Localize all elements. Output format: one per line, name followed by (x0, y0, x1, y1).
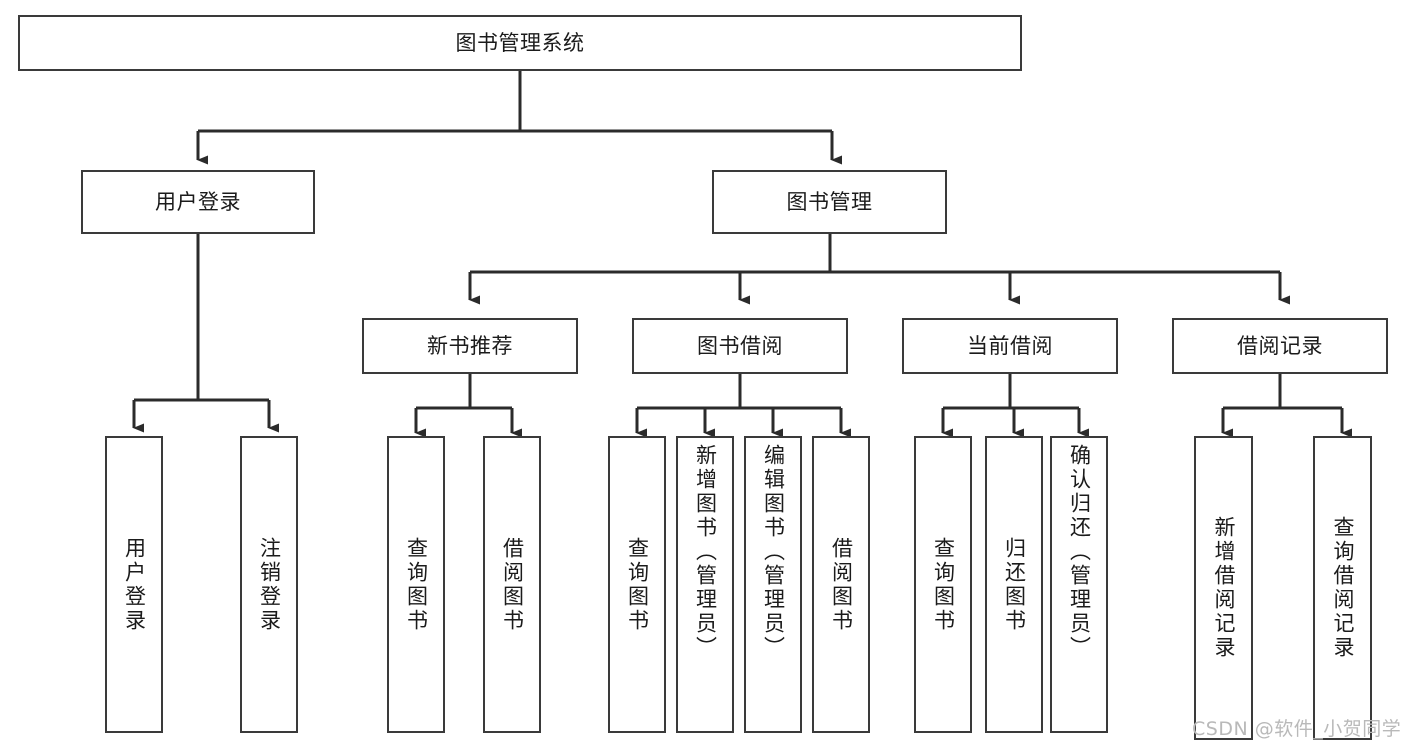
node-label: 归还图书 (1002, 536, 1027, 633)
node-label: 新增图书（管理员） (693, 444, 718, 660)
node-root-book-management-system[interactable]: 图书管理系统 (18, 15, 1022, 71)
leaf-borrow-record-query-record[interactable]: 查询借阅记录 (1313, 436, 1372, 740)
node-label: 用户登录 (155, 189, 241, 214)
node-label: 图书管理 (786, 189, 873, 214)
node-label: 图书管理系统 (455, 30, 585, 55)
node-label: 用户登录 (122, 536, 147, 633)
node-borrow-record[interactable]: 借阅记录 (1172, 318, 1388, 374)
node-label: 新增借阅记录 (1212, 516, 1236, 660)
leaf-user-login-login[interactable]: 用户登录 (105, 436, 163, 733)
node-label: 查询图书 (404, 536, 429, 633)
node-label: 查询图书 (625, 536, 650, 633)
leaf-book-borrow-add-book-admin[interactable]: 新增图书（管理员） (676, 436, 734, 733)
watermark-text: CSDN @软件_小贺同学 (1192, 718, 1402, 740)
node-label: 编辑图书（管理员） (761, 444, 786, 660)
leaf-book-borrow-edit-book-admin[interactable]: 编辑图书（管理员） (744, 436, 802, 733)
leaf-current-borrow-query-book[interactable]: 查询图书 (914, 436, 972, 733)
leaf-user-login-logout[interactable]: 注销登录 (240, 436, 298, 733)
node-label: 当前借阅 (967, 333, 1053, 358)
node-label: 确认归还（管理员） (1067, 444, 1092, 660)
node-label: 查询图书 (931, 536, 956, 633)
node-book-management[interactable]: 图书管理 (712, 170, 947, 234)
node-label: 注销登录 (257, 536, 282, 633)
leaf-new-book-query-book[interactable]: 查询图书 (387, 436, 445, 733)
node-label: 借阅图书 (829, 536, 854, 633)
node-label: 借阅记录 (1237, 333, 1323, 358)
node-label: 借阅图书 (500, 536, 525, 633)
node-user-login[interactable]: 用户登录 (81, 170, 315, 234)
node-label: 新书推荐 (427, 333, 513, 358)
node-label: 查询借阅记录 (1331, 516, 1355, 660)
leaf-book-borrow-query-book[interactable]: 查询图书 (608, 436, 666, 733)
node-new-book-recommend[interactable]: 新书推荐 (362, 318, 578, 374)
leaf-book-borrow-borrow-book[interactable]: 借阅图书 (812, 436, 870, 733)
node-current-borrow[interactable]: 当前借阅 (902, 318, 1118, 374)
leaf-new-book-borrow-book[interactable]: 借阅图书 (483, 436, 541, 733)
node-book-borrow[interactable]: 图书借阅 (632, 318, 848, 374)
leaf-current-borrow-return-book[interactable]: 归还图书 (985, 436, 1043, 733)
leaf-borrow-record-add-record[interactable]: 新增借阅记录 (1194, 436, 1253, 740)
node-label: 图书借阅 (697, 333, 783, 358)
leaf-current-borrow-confirm-return-admin[interactable]: 确认归还（管理员） (1050, 436, 1108, 733)
